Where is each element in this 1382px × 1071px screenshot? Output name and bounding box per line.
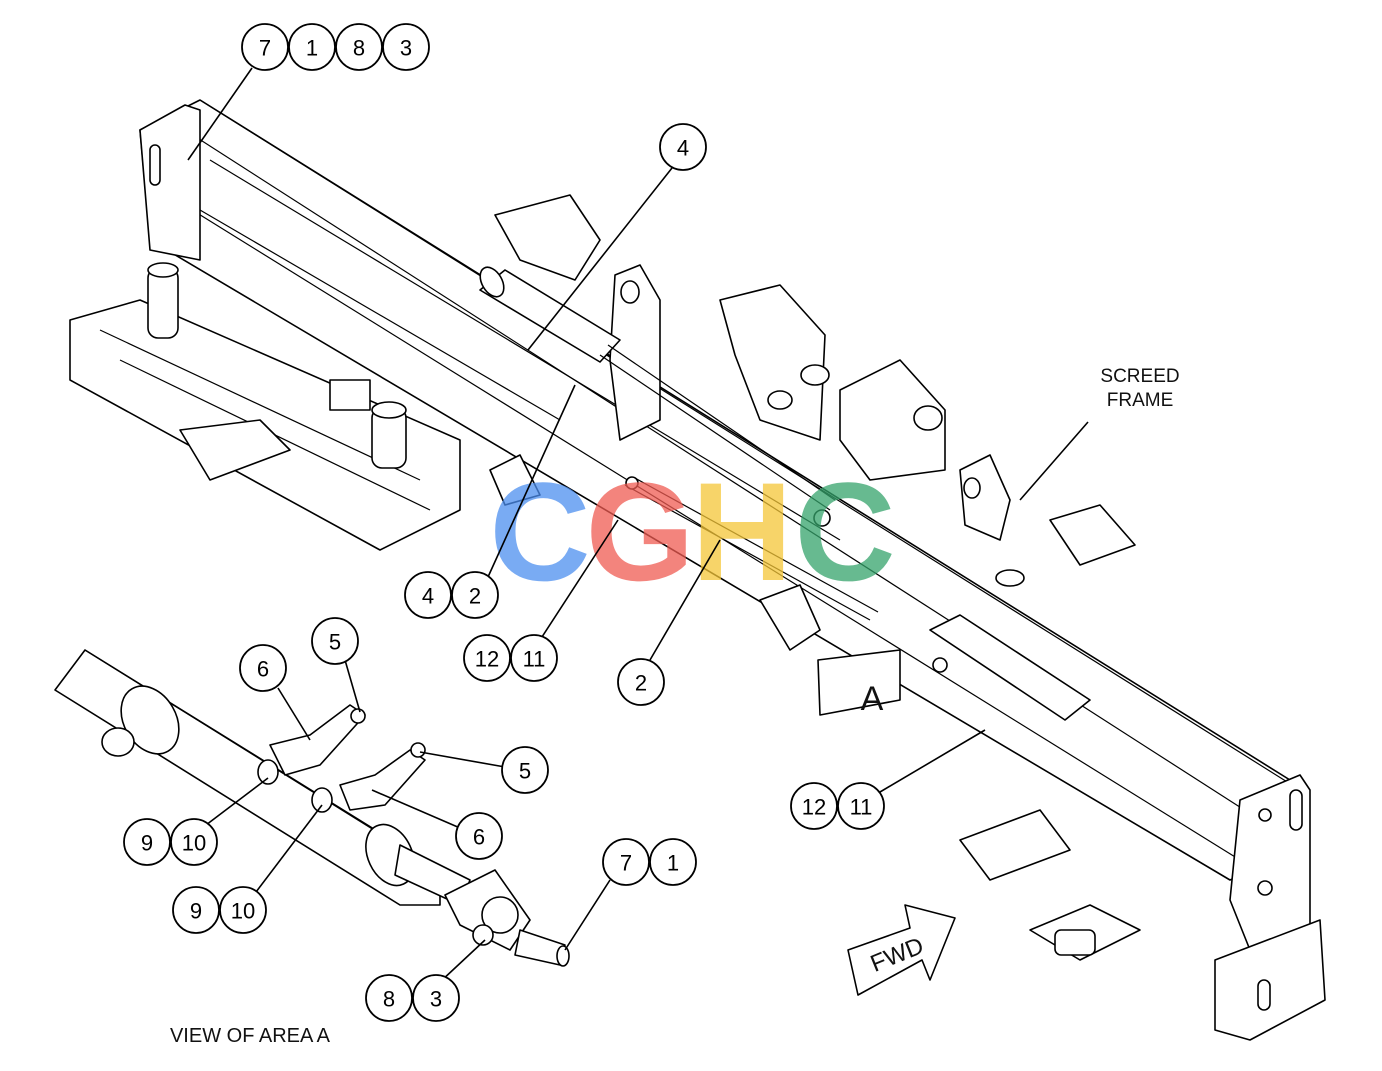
callout-5: 5 [311, 617, 359, 665]
screed-frame-assembly [69, 99, 1326, 1041]
callout-circle [288, 23, 336, 71]
callout-number: 7 [620, 851, 632, 876]
callout-circle [649, 838, 697, 886]
callout-number: 6 [473, 825, 485, 850]
callout-number: 3 [400, 36, 412, 61]
callout-circle [837, 782, 885, 830]
callout-9: 9 [123, 818, 171, 866]
callout-number: 3 [430, 987, 442, 1012]
watermark-letter: H [691, 453, 792, 610]
mid-bracket-left [494, 194, 601, 281]
callout-bubbles: 7 1 8 3 4 4 2 12 11 2 12 11 5 6 5 6 9 10 9 10 7 1 8 3 [123, 23, 885, 1022]
callout-3: 3 [412, 974, 460, 1022]
watermark-letter: C [489, 453, 590, 610]
callout-circle [463, 634, 511, 682]
callout-number: 12 [802, 795, 826, 820]
callout-9: 9 [172, 886, 220, 934]
callout-number: 11 [523, 647, 546, 672]
cylinder-upper [479, 266, 836, 527]
callout-12: 12 [463, 634, 511, 682]
callout-number: 9 [141, 831, 153, 856]
callout-11: 11 [510, 634, 558, 682]
callout-circle [365, 974, 413, 1022]
callout-circle [659, 123, 707, 171]
callout-number: 2 [469, 584, 481, 609]
callout-circle [412, 974, 460, 1022]
cghc-watermark: C G H C [489, 453, 895, 610]
callout-number: 7 [259, 36, 271, 61]
callout-number: 4 [422, 584, 434, 609]
lower-right-bracket [1214, 919, 1326, 1041]
callout-11: 11 [837, 782, 885, 830]
callout-circle [602, 838, 650, 886]
callout-number: 12 [475, 647, 499, 672]
callout-circle [790, 782, 838, 830]
callout-circle [311, 617, 359, 665]
callout-circle [123, 818, 171, 866]
watermark-letter: G [586, 453, 695, 610]
callout-circle [451, 571, 499, 619]
callout-6: 6 [455, 812, 503, 860]
callout-10: 10 [170, 818, 218, 866]
callout-number: 5 [519, 759, 531, 784]
callout-number: 1 [667, 851, 679, 876]
callout-number: 4 [677, 136, 689, 161]
callout-circle [239, 644, 287, 692]
callout-8: 8 [365, 974, 413, 1022]
left-end-plate [139, 104, 201, 261]
fwd-arrow: FWD [847, 904, 956, 996]
callout-circle [172, 886, 220, 934]
callout-number: 10 [182, 831, 206, 856]
cylinder-lower [624, 476, 1091, 721]
callout-number: 6 [257, 657, 269, 682]
view-caption: VIEW OF AREA A [170, 1025, 331, 1047]
callout-8: 8 [335, 23, 383, 71]
callout-7: 7 [241, 23, 289, 71]
screed-frame-label-line2: FRAME [1107, 390, 1174, 411]
callout-4: 4 [659, 123, 707, 171]
callout-circle [170, 818, 218, 866]
detail-view-area-a [54, 649, 570, 967]
callout-circle [510, 634, 558, 682]
callout-number: 8 [383, 987, 395, 1012]
callout-number: 10 [231, 899, 255, 924]
callout-number: 8 [353, 36, 365, 61]
callout-circle [455, 812, 503, 860]
callout-7: 7 [602, 838, 650, 886]
rod-end-lower [339, 749, 426, 811]
callout-1: 1 [288, 23, 336, 71]
callout-number: 2 [635, 671, 647, 696]
callout-2: 2 [451, 571, 499, 619]
callout-number: 9 [190, 899, 202, 924]
mid-bracket-right [839, 359, 946, 481]
callout-2: 2 [617, 658, 665, 706]
callout-circle [335, 23, 383, 71]
callout-10: 10 [219, 886, 267, 934]
callout-5: 5 [501, 746, 549, 794]
mid-bracket-center [719, 284, 826, 441]
callout-12: 12 [790, 782, 838, 830]
area-a-marker: A [861, 680, 884, 718]
callout-circle [241, 23, 289, 71]
callout-number: 5 [329, 630, 341, 655]
callout-number: 1 [306, 36, 318, 61]
leader-lines [187, 67, 986, 983]
callout-circle [617, 658, 665, 706]
callout-6: 6 [239, 644, 287, 692]
callout-3: 3 [382, 23, 430, 71]
callout-1: 1 [649, 838, 697, 886]
callout-circle [382, 23, 430, 71]
callout-circle [501, 746, 549, 794]
screed-frame-label-line1: SCREED [1100, 366, 1179, 387]
callout-4: 4 [404, 571, 452, 619]
callout-circle [219, 886, 267, 934]
callout-circle [404, 571, 452, 619]
watermark-letter: C [794, 453, 895, 610]
callout-number: 11 [850, 795, 873, 820]
screed-frame-leader [1019, 421, 1089, 501]
